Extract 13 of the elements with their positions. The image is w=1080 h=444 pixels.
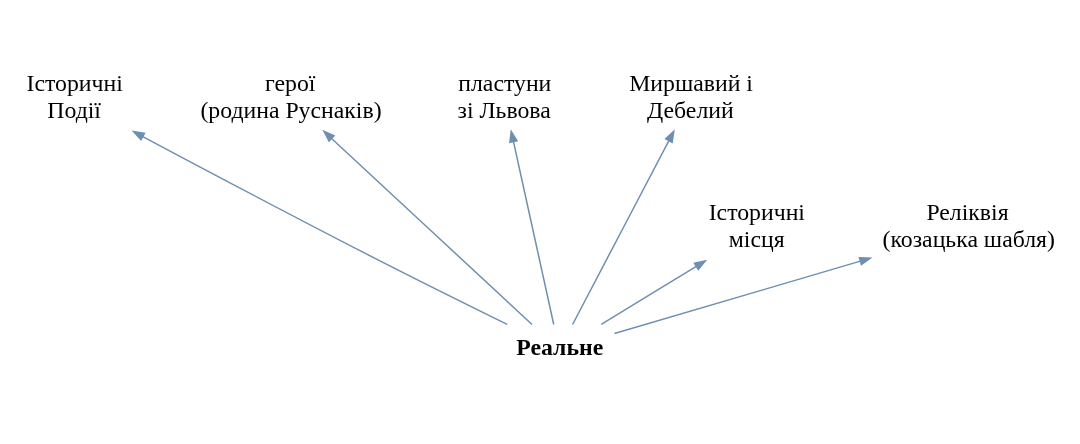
arrow: [322, 129, 533, 326]
node-text: Реальне: [516, 334, 604, 361]
node-text: пластуни зі Львова: [457, 69, 552, 123]
node-text: герої (родина Руснаків): [200, 69, 382, 123]
arrow: [571, 129, 675, 326]
node-text: Історичні Події: [26, 69, 123, 123]
arrow: [600, 259, 708, 326]
arrow: [509, 129, 555, 326]
node-text: Миршавий і Дебелий: [629, 69, 753, 123]
node-text: Історичні місця: [708, 199, 805, 252]
arrow: [613, 256, 873, 335]
node-text: Реліквія (козацька шабля): [882, 199, 1055, 252]
arrow: [131, 130, 508, 326]
